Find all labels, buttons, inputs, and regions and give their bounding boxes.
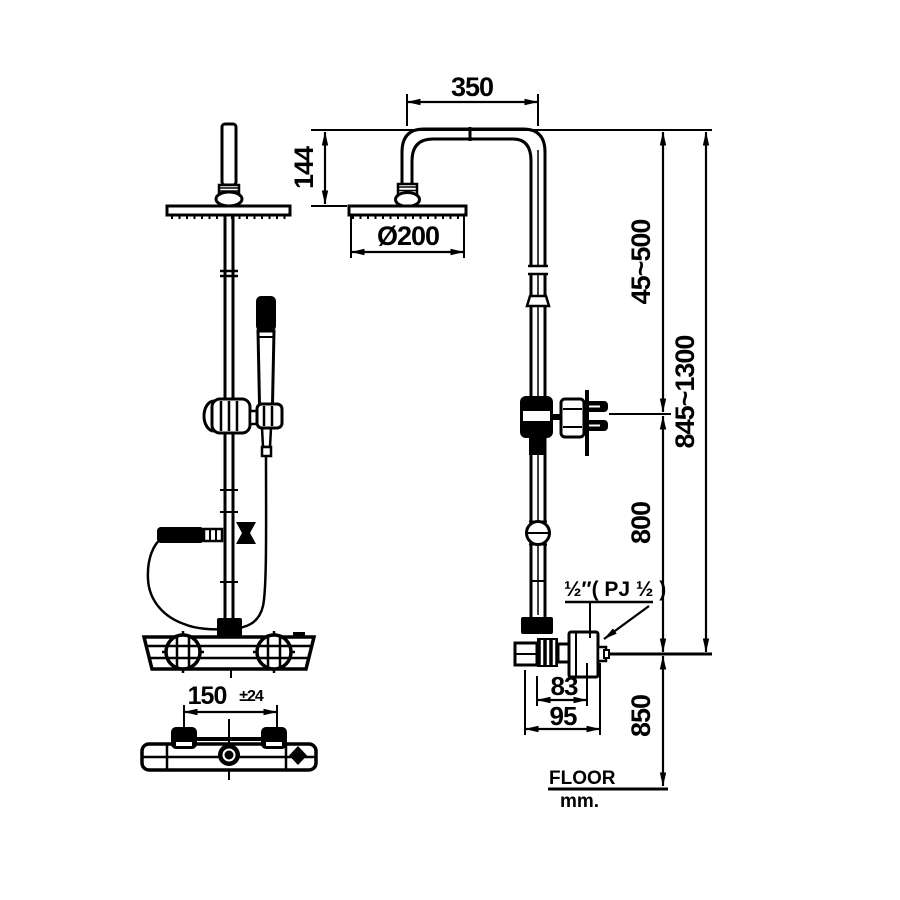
- floor-label: FLOOR: [549, 768, 616, 789]
- dim-label-850: 850: [626, 695, 656, 737]
- dim-label-350: 350: [451, 72, 493, 102]
- rain-head-side: [347, 204, 468, 217]
- column-joint-front: [220, 269, 238, 278]
- ball-joint-side: [394, 191, 421, 208]
- side-view-shower-column: [347, 127, 712, 679]
- diverter-top: [289, 746, 307, 765]
- riser-pipe-front: [220, 122, 238, 187]
- top-view-mixer: [140, 719, 318, 780]
- units-label: mm.: [560, 791, 599, 812]
- hand-shower-handle: [256, 329, 276, 406]
- mixer-right-handle: [255, 633, 293, 671]
- dim-label-diameter-200: Ø200: [377, 221, 439, 251]
- dim-label-144: 144: [289, 146, 319, 189]
- dim-label-845-1300: 845~1300: [670, 336, 700, 449]
- mixer-left-handle: [164, 633, 202, 671]
- nozzle-ticks-side: [352, 215, 459, 219]
- slider-bracket-front: [210, 397, 252, 435]
- hand-shower-holder-side: [559, 397, 586, 439]
- dim-label-800: 800: [626, 502, 656, 544]
- column-joint-side: [528, 264, 548, 276]
- dimension-annotations: 350 144 Ø200 45~500 845~1300 800 850 83 …: [183, 72, 712, 812]
- dim-label-tolerance: ±24: [239, 688, 264, 705]
- hand-shower-holder-front: [255, 402, 284, 430]
- thread-spec-label: ½″( PJ ½ ): [564, 578, 666, 601]
- shower-hose: [146, 455, 268, 631]
- outlet-port-top: [218, 744, 240, 766]
- hose-outlet: [157, 527, 204, 543]
- dim-label-95: 95: [550, 701, 577, 731]
- hand-shower-hose-fitting: [260, 445, 273, 458]
- diverter-knob: [236, 522, 256, 544]
- dim-label-45-500: 45~500: [626, 220, 656, 305]
- ball-joint-front: [214, 190, 244, 208]
- thread-leader-arrow: [603, 605, 650, 640]
- rain-head-front: [165, 204, 292, 217]
- front-view-shower-column: [141, 122, 317, 678]
- dim-label-83: 83: [551, 671, 578, 701]
- dim-label-150: 150: [188, 682, 227, 710]
- hand-shower-head: [256, 296, 276, 331]
- column-base-connector: [217, 618, 242, 638]
